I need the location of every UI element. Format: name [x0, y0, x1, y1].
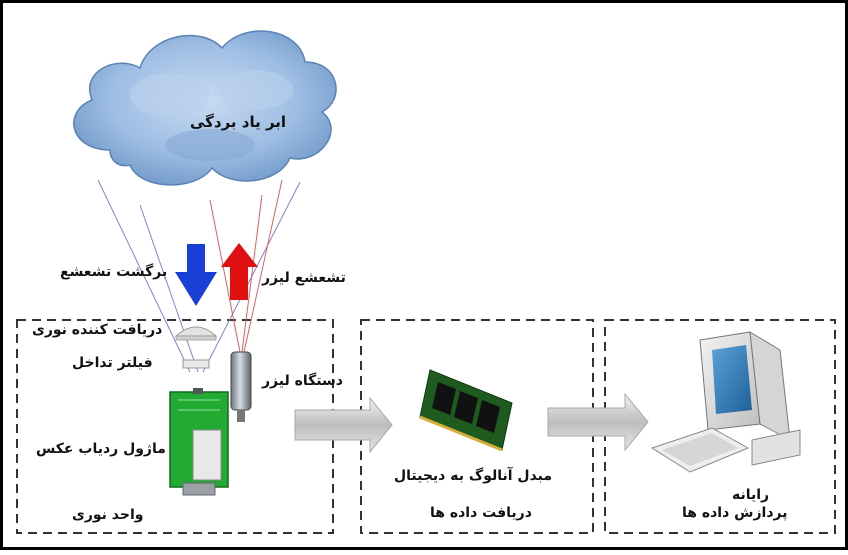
optical-receiver-label: دریافت کننده نوری	[32, 322, 163, 338]
computer-label: رایانه	[732, 487, 770, 503]
cloud-icon	[73, 30, 337, 186]
flow-arrow-1	[294, 396, 393, 454]
return-radiation-arrow	[175, 244, 217, 306]
flow-arrow-2	[547, 392, 649, 452]
memory-module-icon	[419, 369, 513, 452]
laser-radiation-arrow	[221, 243, 258, 300]
computer-icon	[650, 331, 801, 473]
photo-detector-module-label: ماژول ردیاب عکس	[36, 441, 166, 457]
return-radiation-label: برگشت تشعشع	[60, 264, 168, 280]
data-acquisition-label: دریافت داده ها	[430, 505, 532, 521]
detector-board-icon	[169, 388, 229, 496]
interference-filter-label: فیلتر تداخل	[72, 355, 153, 371]
interference-filter-icon	[182, 359, 210, 369]
data-processing-box	[604, 319, 836, 534]
adc-label: مبدل آنالوگ به دیجیتال	[394, 468, 553, 484]
cloud-label: ابر یاد بردگی	[190, 113, 287, 131]
laser-radiation-label: تشعشع لیزر	[262, 270, 346, 286]
beam-lines	[97, 179, 301, 373]
data-processing-label: پردازش داده ها	[682, 505, 788, 521]
optical-receiver-icon	[174, 326, 218, 341]
laser-device-label: دستگاه لیزر	[262, 373, 343, 389]
laser-tube-icon	[230, 351, 252, 422]
optical-unit-label: واحد نوری	[72, 507, 144, 523]
